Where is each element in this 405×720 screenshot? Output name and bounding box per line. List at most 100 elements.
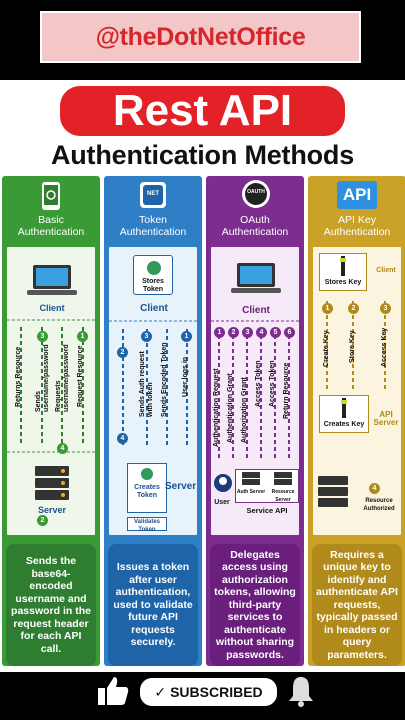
client-label: Client xyxy=(376,267,396,274)
token-diagram: Stores Token Client 3 2 1 4 Sends Auth r… xyxy=(108,246,199,536)
arrow-label: Requests username/password xyxy=(55,344,70,412)
step-badge: 4 xyxy=(117,433,128,444)
stores-token-label: Stores Token xyxy=(142,278,164,293)
token-coin-icon xyxy=(141,468,153,480)
creates-key-box: Creates Key xyxy=(319,395,369,433)
resource-authorized-label: Resource Authorized xyxy=(363,498,395,512)
title-pill: Rest API xyxy=(60,86,345,136)
oauth-description: Delegates access using authorization tok… xyxy=(210,544,300,666)
arrow-label: Request Resource xyxy=(77,345,84,407)
column-label: OAuth Authentication xyxy=(221,214,289,238)
api-server-label: API Server xyxy=(373,410,399,427)
api-key-arrows xyxy=(326,301,386,389)
token-description: Issues a token after user authentication… xyxy=(108,544,198,666)
basic-description: Sends the base64-encoded username and pa… xyxy=(6,544,96,666)
arrow-label: Returns Resource xyxy=(15,346,22,407)
step-badge: 1 xyxy=(322,303,333,314)
bell-icon[interactable] xyxy=(287,674,315,708)
key-icon xyxy=(341,398,347,418)
arrow-label: Access Token xyxy=(269,360,276,407)
step-badge: 6 xyxy=(284,327,295,338)
step-badge: 2 xyxy=(117,347,128,358)
creates-key-label: Creates Key xyxy=(323,421,365,428)
oauth-logo-icon xyxy=(242,180,270,208)
column-header: OAUTH OAuth Authentication xyxy=(206,176,304,242)
oauth-logo-text: OAUTH xyxy=(247,189,265,195)
basic-arrows xyxy=(7,319,97,453)
arrow-label: User logs in xyxy=(182,356,189,397)
validates-token-label: Validates Token xyxy=(133,519,160,533)
arrow-label: Authorization Grant xyxy=(241,377,248,443)
arrow-label: Return Resource xyxy=(283,362,290,419)
client-label: Client xyxy=(242,305,270,316)
arrow-label: Sends Auth request with token xyxy=(139,351,154,417)
oauth-arrows xyxy=(211,320,301,459)
arrow-label: Authentication Request xyxy=(213,368,220,447)
step-badge: 2 xyxy=(348,303,359,314)
step-badge: 2 xyxy=(37,515,48,526)
step-badge: 3 xyxy=(242,327,253,338)
server-label: Server xyxy=(165,481,197,492)
step-badge: 3 xyxy=(380,303,391,314)
arrow-label: Access Key xyxy=(381,327,388,367)
token-arrows xyxy=(109,320,199,445)
stores-key-label: Stores Key xyxy=(324,279,362,286)
api-key-description: Requires a unique key to identify and au… xyxy=(312,544,402,666)
column-header: NET Token Authentication xyxy=(104,176,202,242)
column-label: Token Authentication xyxy=(119,214,187,238)
arrow-label: Sends username/password xyxy=(35,344,50,412)
column-header: Basic Authentication xyxy=(2,176,100,242)
column-label: API Key Authentication xyxy=(323,214,391,238)
key-icon xyxy=(340,256,346,276)
phone-lock-icon xyxy=(42,182,60,210)
service-api-label: Service API xyxy=(246,506,288,515)
thumbs-up-icon[interactable] xyxy=(96,674,130,708)
step-badge: 3 xyxy=(141,331,152,342)
client-label: Client xyxy=(39,303,65,313)
server-label: Server xyxy=(37,505,67,515)
resource-server-label: Resource Server xyxy=(271,489,295,503)
channel-handle: @theDotNetOffice xyxy=(95,22,306,51)
column-header: API API Key Authentication xyxy=(308,176,405,242)
service-api-box: Auth Server Resource Server xyxy=(235,469,299,503)
arrow-label: Access Token xyxy=(255,360,262,407)
step-badge: 4 xyxy=(256,327,267,338)
arrow-label: Authentication Grant xyxy=(227,373,234,443)
user-label: User xyxy=(214,499,230,506)
laptop-icon xyxy=(27,265,77,295)
server-icon xyxy=(242,472,260,485)
server-box: Creates Token xyxy=(127,463,167,513)
user-icon xyxy=(214,474,232,492)
arrow-label: Store Key xyxy=(349,330,356,363)
server-icon xyxy=(274,472,292,485)
stores-token-box: Stores Token xyxy=(133,255,173,295)
token-icon xyxy=(140,182,166,208)
validates-token-box: Validates Token xyxy=(127,517,167,533)
step-badge: 3 xyxy=(37,331,48,342)
subscribed-button[interactable]: ✓ SUBSCRIBED xyxy=(140,678,277,706)
server-icon xyxy=(318,476,348,507)
arrow-label: Create Key xyxy=(323,330,330,367)
step-badge: 1 xyxy=(77,331,88,342)
basic-diagram: Client 2 Returns Resource Sends username… xyxy=(6,246,97,536)
step-badge: 2 xyxy=(228,327,239,338)
step-badge: 4 xyxy=(369,483,380,494)
page-title: Rest API xyxy=(112,86,293,135)
step-badge: 5 xyxy=(270,327,281,338)
api-badge-icon: API xyxy=(337,181,377,209)
channel-handle-box: @theDotNetOffice xyxy=(40,11,361,63)
step-badge: 1 xyxy=(214,327,225,338)
step-badge: 4 xyxy=(57,443,68,454)
check-icon: ✓ xyxy=(154,683,167,700)
step-badge: 1 xyxy=(181,331,192,342)
laptop-icon xyxy=(231,263,281,293)
creates-token-label: Creates Token xyxy=(134,484,160,499)
token-icon-text: NET xyxy=(147,191,159,197)
oauth-diagram: Client 1 2 3 4 5 6 Authentication Reques… xyxy=(210,246,301,536)
token-coin-icon xyxy=(147,261,161,275)
server-icon xyxy=(35,466,69,500)
auth-server-label: Auth Server xyxy=(236,489,266,495)
page-subtitle: Authentication Methods xyxy=(50,140,355,170)
stores-key-box: Stores Key xyxy=(319,253,367,291)
client-label: Client xyxy=(140,303,168,314)
